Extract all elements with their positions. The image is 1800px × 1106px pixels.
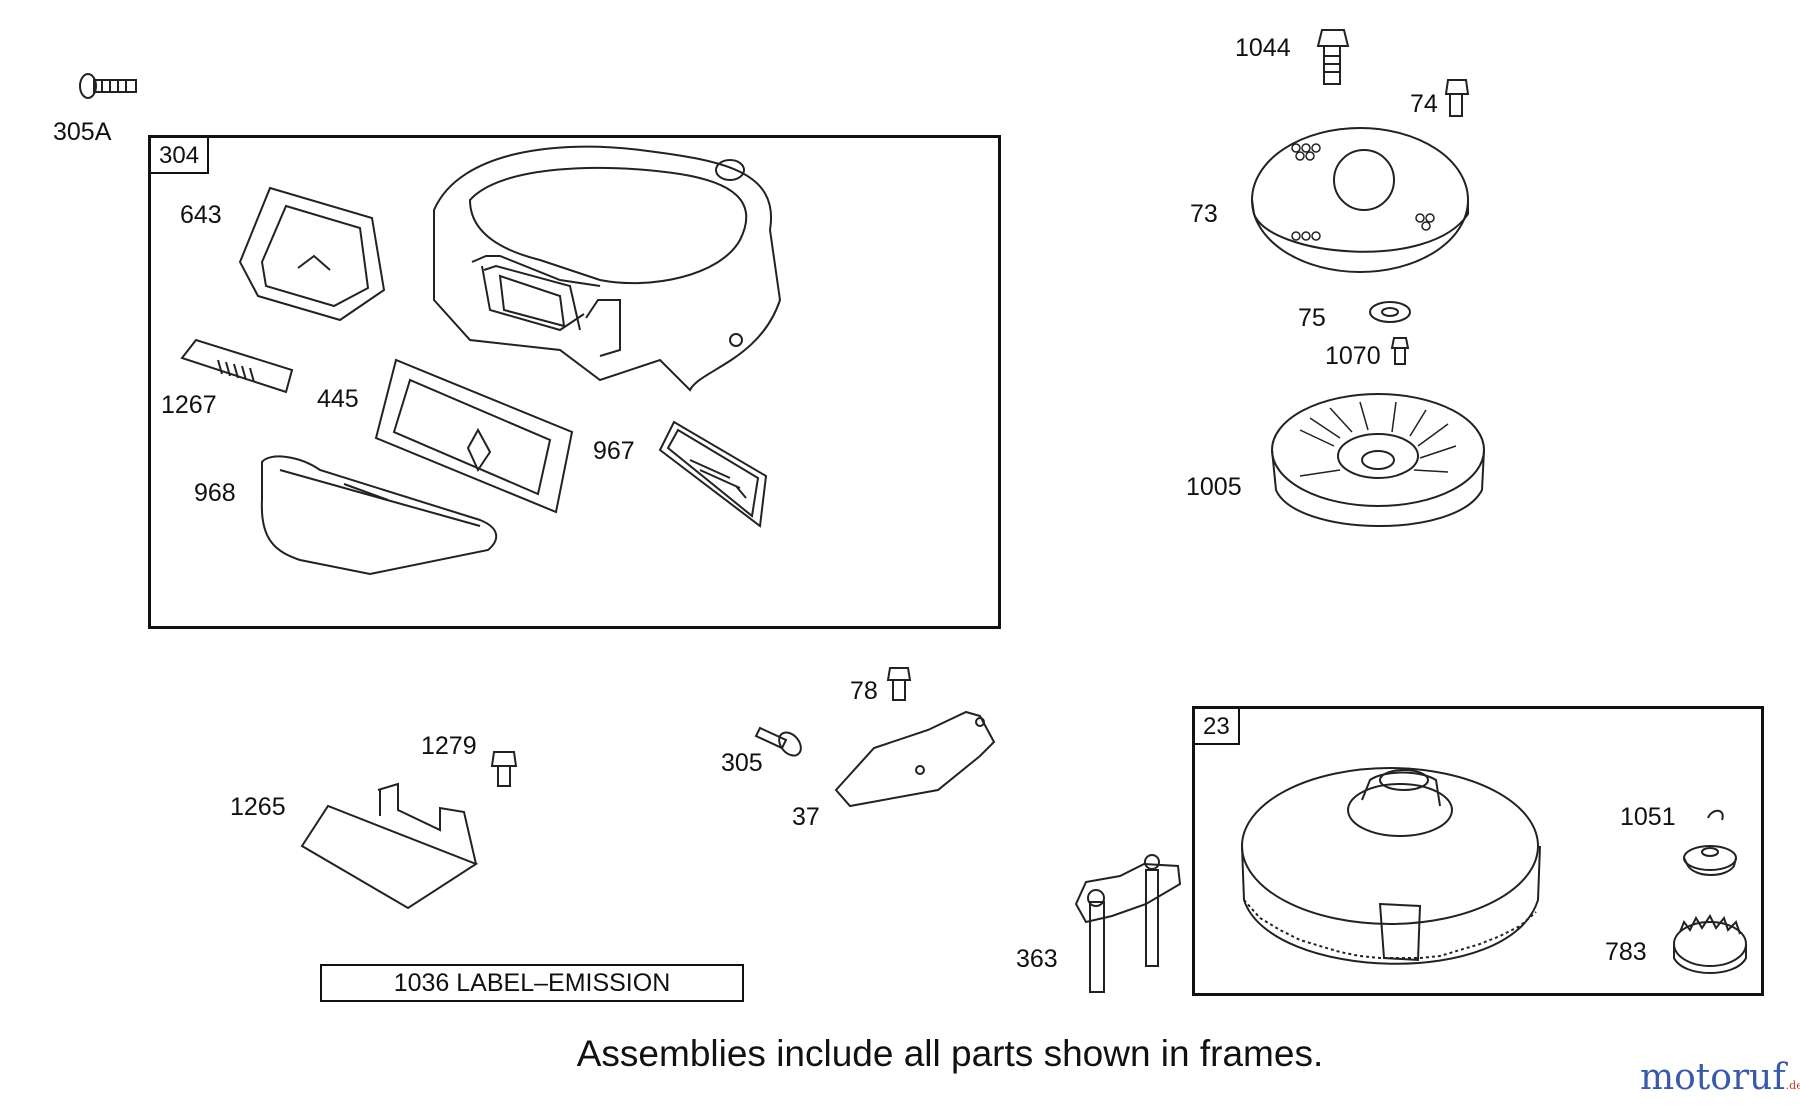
callout-74: 74	[1410, 90, 1438, 118]
callout-305: 305	[721, 749, 763, 777]
frame-tag-304: 304	[151, 138, 210, 174]
part-967-decal	[658, 420, 768, 528]
caption-text: Assemblies include all parts shown in fr…	[576, 1033, 1324, 1074]
callout-37: 37	[792, 803, 820, 831]
part-783-gear	[1673, 914, 1747, 974]
part-968-cover	[260, 455, 498, 576]
assembly-frame-23: 23	[1192, 706, 1764, 996]
callout-1044: 1044	[1235, 34, 1291, 62]
part-445-panel	[374, 358, 574, 514]
watermark-tld: .de	[1785, 1079, 1800, 1092]
emission-label-box: 1036 LABEL–EMISSION	[320, 964, 744, 1002]
callout-305A: 305A	[53, 118, 112, 146]
callout-75: 75	[1298, 304, 1326, 332]
part-1044-bolt	[1316, 29, 1350, 85]
callout-783: 783	[1605, 938, 1647, 966]
callout-1005: 1005	[1186, 473, 1242, 501]
callout-967: 967	[593, 437, 635, 465]
callout-78: 78	[850, 677, 878, 705]
callout-363: 363	[1016, 945, 1058, 973]
watermark-logo: motoruf.de	[1640, 1058, 1800, 1106]
part-1070-bolt	[1390, 337, 1410, 365]
caption: Assemblies include all parts shown in fr…	[0, 1033, 1800, 1075]
frame-tag-23: 23	[1195, 709, 1240, 745]
part-75-washer	[1369, 301, 1411, 323]
callout-73: 73	[1190, 200, 1218, 228]
part-363-armature	[1074, 854, 1182, 993]
part-37-bracket	[834, 710, 996, 808]
part-1265-baffle	[300, 782, 479, 910]
callout-1070: 1070	[1325, 342, 1381, 370]
part-1051-clip	[1707, 809, 1724, 821]
part-73-screen	[1251, 127, 1469, 273]
callout-643: 643	[180, 201, 222, 229]
part-1005-fan	[1271, 393, 1485, 527]
part-blower-housing	[433, 145, 782, 392]
watermark-brand: motoruf	[1640, 1057, 1786, 1098]
part-23-flywheel	[1241, 767, 1541, 965]
part-643-air-guide	[238, 186, 386, 322]
callout-968: 968	[194, 479, 236, 507]
part-78-bolt	[886, 667, 912, 701]
part-74-bolt	[1444, 79, 1470, 117]
callout-1265: 1265	[230, 793, 286, 821]
callout-1051: 1051	[1620, 803, 1676, 831]
part-1279-bolt	[490, 751, 518, 787]
assembly-frame-304: 304	[148, 135, 1001, 629]
part-305A-bolt	[79, 73, 137, 99]
callout-445: 445	[317, 385, 359, 413]
part-1267-clip	[180, 338, 294, 394]
callout-1279: 1279	[421, 732, 477, 760]
part-305-bolt	[754, 726, 802, 757]
callout-1267: 1267	[161, 391, 217, 419]
part-1051-washer	[1683, 845, 1737, 876]
